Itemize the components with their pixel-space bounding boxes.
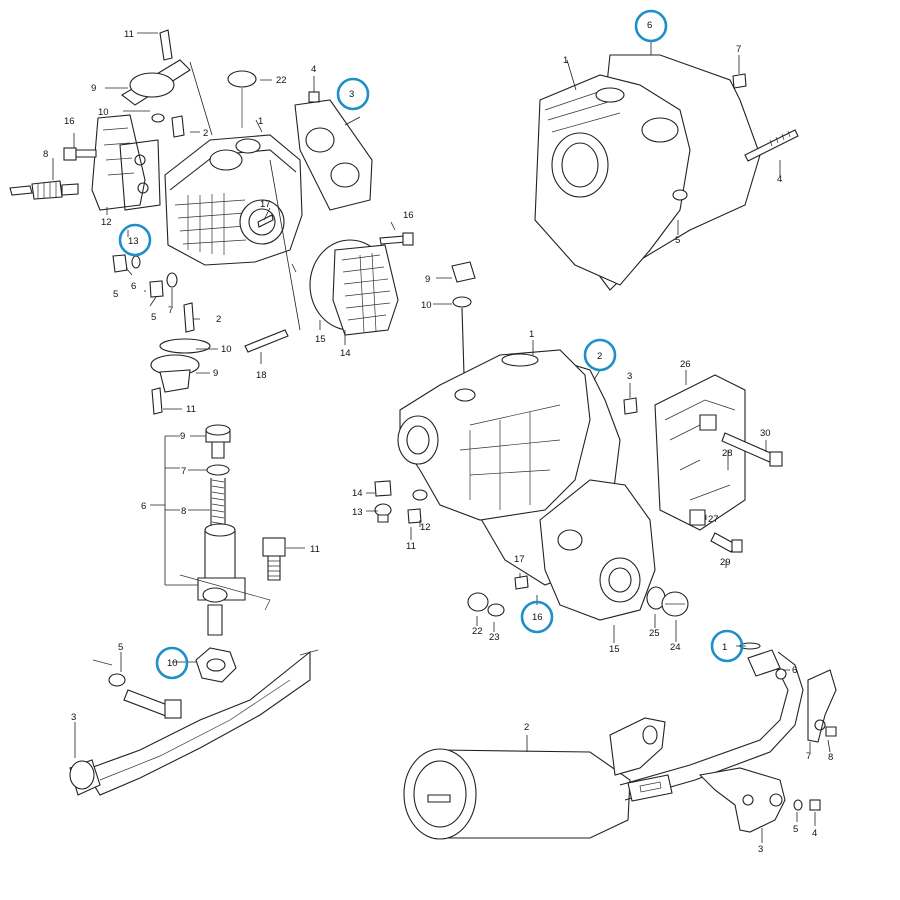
label-6: 6 bbox=[131, 281, 136, 292]
highlight-markers bbox=[118, 9, 744, 680]
highlight-circle-crankcase-gasket bbox=[583, 338, 617, 372]
label-30: 30 bbox=[760, 428, 771, 439]
label-11: 11 bbox=[406, 541, 416, 552]
label-5b: 5 bbox=[151, 312, 156, 323]
cylinder-body bbox=[534, 74, 691, 286]
spark-plug bbox=[9, 180, 79, 200]
cylinder-head-view: 11 9 10 22 2 1 4 3 16 8 12 17 13 16 5 6 … bbox=[9, 29, 476, 415]
muffler-end bbox=[403, 748, 477, 840]
label-23: 23 bbox=[489, 632, 500, 643]
label-8: 8 bbox=[43, 149, 48, 160]
label-28: 28 bbox=[722, 448, 733, 459]
label-16: 16 bbox=[532, 612, 543, 623]
label-6: 6 bbox=[141, 501, 146, 512]
label-15: 15 bbox=[315, 334, 326, 345]
label-24: 24 bbox=[670, 642, 681, 653]
label-15: 15 bbox=[609, 644, 620, 655]
label-10: 10 bbox=[167, 658, 178, 669]
label-6: 6 bbox=[792, 665, 797, 676]
label-13: 13 bbox=[128, 236, 139, 247]
tensioner-body bbox=[204, 529, 236, 581]
label-2: 2 bbox=[203, 128, 208, 139]
highlight-circle-exhaust-gasket bbox=[710, 629, 744, 663]
label-4: 4 bbox=[777, 174, 782, 185]
label-2: 2 bbox=[524, 722, 529, 733]
label-5: 5 bbox=[793, 824, 798, 835]
label-3: 3 bbox=[349, 89, 354, 100]
label-12: 12 bbox=[420, 522, 431, 533]
label-27: 27 bbox=[708, 514, 719, 525]
label-11b: 11 bbox=[186, 404, 196, 415]
label-8: 8 bbox=[828, 752, 833, 763]
label-22: 22 bbox=[276, 75, 287, 86]
label-10: 10 bbox=[98, 107, 109, 118]
highlight-circle-tensioner-gasket bbox=[155, 646, 189, 680]
label-17: 17 bbox=[260, 199, 271, 210]
highlight-circle-clutch-cover-gasket bbox=[520, 600, 554, 634]
highlight-circle-cylinder-head-gasket bbox=[336, 77, 370, 111]
label-4: 4 bbox=[311, 64, 316, 75]
cover-gasket bbox=[119, 139, 161, 211]
label-3: 3 bbox=[758, 844, 763, 855]
highlight-circle-cylinder-gasket bbox=[634, 9, 668, 43]
label-6: 6 bbox=[647, 20, 652, 31]
side-cover bbox=[309, 239, 399, 336]
label-18: 18 bbox=[256, 370, 267, 381]
label-5: 5 bbox=[118, 642, 123, 653]
label-2b: 2 bbox=[216, 314, 221, 325]
label-7: 7 bbox=[736, 44, 741, 55]
label-9b: 9 bbox=[425, 274, 430, 285]
label-1: 1 bbox=[258, 116, 263, 127]
label-4: 4 bbox=[812, 828, 817, 839]
label-17: 17 bbox=[514, 554, 525, 565]
label-11: 11 bbox=[310, 544, 320, 555]
cam-cover bbox=[91, 114, 146, 211]
head-gasket bbox=[294, 99, 373, 211]
chain-slipper bbox=[84, 650, 311, 796]
label-11: 11 bbox=[124, 29, 134, 40]
label-5: 5 bbox=[113, 289, 118, 300]
label-12: 12 bbox=[101, 217, 112, 228]
label-16b: 16 bbox=[403, 210, 414, 221]
label-7: 7 bbox=[181, 466, 186, 477]
crankcase-body bbox=[399, 349, 591, 521]
crankcase-view: 1 2 3 26 30 28 27 29 14 13 12 11 17 16 2… bbox=[352, 329, 783, 655]
tensioner-view: 9 7 6 8 11 5 10 3 bbox=[69, 424, 320, 796]
label-9: 9 bbox=[180, 431, 185, 442]
label-26: 26 bbox=[680, 359, 691, 370]
label-1: 1 bbox=[529, 329, 534, 340]
tensioner-gasket bbox=[195, 647, 237, 683]
label-10b: 10 bbox=[421, 300, 432, 311]
exhaust-view: 1 6 2 7 8 5 4 3 bbox=[403, 642, 837, 855]
label-22: 22 bbox=[472, 626, 483, 637]
cylinder-view: 6 1 7 4 5 bbox=[534, 20, 799, 291]
label-16: 16 bbox=[64, 116, 75, 127]
label-29: 29 bbox=[720, 557, 731, 568]
label-9c: 9 bbox=[213, 368, 218, 379]
highlight-circle-cover-gasket bbox=[118, 223, 152, 257]
label-13: 13 bbox=[352, 507, 363, 518]
label-7: 7 bbox=[806, 751, 811, 762]
label-1: 1 bbox=[563, 55, 568, 66]
label-8: 8 bbox=[181, 506, 186, 517]
label-14: 14 bbox=[352, 488, 363, 499]
o-ring bbox=[227, 70, 257, 88]
label-10c: 10 bbox=[221, 344, 232, 355]
label-25: 25 bbox=[649, 628, 660, 639]
label-9: 9 bbox=[91, 83, 96, 94]
label-5: 5 bbox=[675, 235, 680, 246]
label-3: 3 bbox=[71, 712, 76, 723]
label-14: 14 bbox=[340, 348, 351, 359]
label-1: 1 bbox=[722, 642, 727, 653]
label-7: 7 bbox=[168, 305, 173, 316]
label-3: 3 bbox=[627, 371, 632, 382]
label-2: 2 bbox=[597, 351, 602, 362]
clutch-cover bbox=[539, 479, 656, 621]
